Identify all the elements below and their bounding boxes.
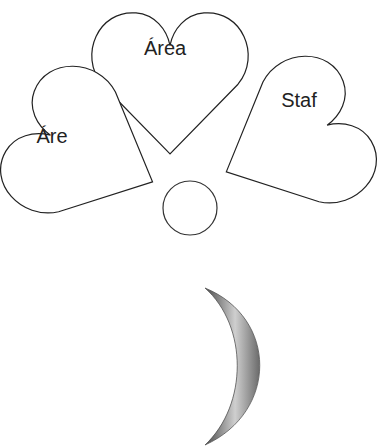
label-slot: Áre: [36, 125, 67, 147]
center-circle: [163, 181, 217, 235]
label-slot: Área: [144, 37, 186, 59]
heart-path: [194, 42, 379, 240]
heart-outline: [0, 68, 168, 233]
label-slot: Staf: [281, 89, 317, 111]
heart-outline: [211, 58, 377, 223]
heart-path: [0, 52, 185, 250]
heart-shape: Áre: [0, 68, 168, 233]
crescent-moon: [205, 288, 260, 445]
heart-shape: Staf: [211, 58, 377, 223]
node-label: Staf: [281, 89, 317, 111]
node-label: Área: [144, 37, 186, 59]
node-label: Áre: [36, 125, 67, 147]
